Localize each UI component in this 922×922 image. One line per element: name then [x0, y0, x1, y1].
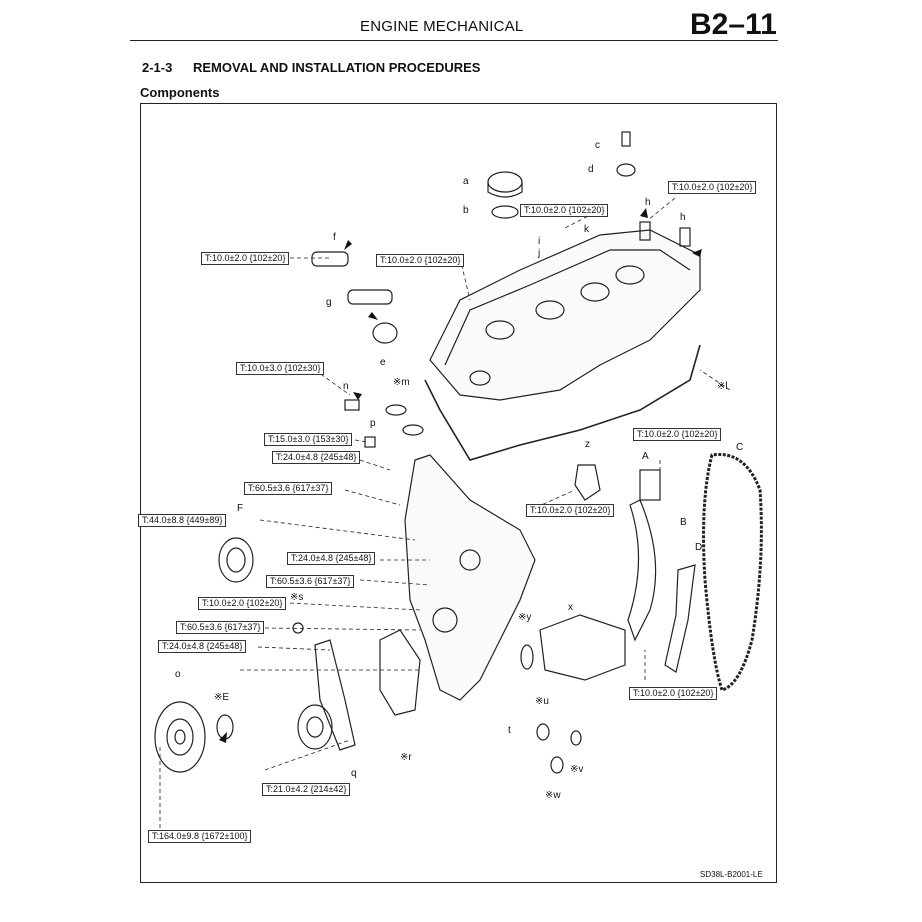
torque-label: T:60.5±3.6 {617±37}	[244, 482, 333, 495]
part-letter: C	[736, 442, 744, 453]
part-letter: ※l	[717, 381, 728, 392]
part-letter: ※v	[570, 764, 584, 775]
torque-label: T:60.5±3.6 {617±37}	[266, 575, 355, 588]
part-letter: A	[642, 451, 649, 462]
part-letter: D	[695, 542, 703, 553]
section-number: 2-1-3	[142, 60, 173, 75]
subheading: Components	[140, 85, 220, 100]
header-section-title: ENGINE MECHANICAL	[360, 18, 524, 35]
torque-label: T:10.0±2.0 {102±20}	[198, 597, 287, 610]
section-title: REMOVAL AND INSTALLATION PROCEDURES	[193, 60, 481, 75]
figure-code: SD38L-B2001-LE	[700, 870, 763, 879]
part-letter: a	[463, 176, 469, 187]
page-code: B2–11	[690, 8, 777, 41]
torque-label: T:24.0±4.8 {245±48}	[158, 640, 247, 653]
part-letter: ※E	[214, 692, 230, 703]
diagram-frame	[140, 103, 777, 883]
part-letter: k	[584, 224, 589, 235]
part-letter: t	[508, 725, 511, 736]
part-letter: j	[538, 248, 541, 259]
part-letter: ※s	[290, 592, 304, 603]
part-letter: b	[463, 205, 469, 216]
part-letter: p	[370, 418, 376, 429]
part-letter: q	[351, 768, 357, 779]
torque-label: T:10.0±2.0 {102±20}	[376, 254, 465, 267]
part-letter: F	[237, 503, 244, 514]
torque-label: T:10.0±2.0 {102±20}	[520, 204, 609, 217]
part-letter: B	[680, 517, 687, 528]
torque-label: T:24.0±4.8 {245±48}	[287, 552, 376, 565]
part-letter: h	[645, 197, 651, 208]
torque-label: T:10.0±2.0 {102±20}	[201, 252, 290, 265]
part-letter: d	[588, 164, 594, 175]
torque-label: T:15.0±3.0 {153±30}	[264, 433, 353, 446]
part-letter: n	[343, 381, 349, 392]
part-letter: ※w	[545, 790, 561, 801]
torque-label: T:10.0±2.0 {102±20}	[668, 181, 757, 194]
torque-label: T:44.0±8.8 {449±89}	[138, 514, 227, 527]
torque-label: T:10.0±2.0 {102±20}	[629, 687, 718, 700]
part-letter: ※m	[393, 377, 410, 388]
torque-label: T:10.0±2.0 {102±20}	[526, 504, 615, 517]
part-letter: x	[568, 602, 573, 613]
torque-label: T:10.0±3.0 {102±30}	[236, 362, 325, 375]
part-letter: f	[333, 232, 336, 243]
torque-label: T:10.0±2.0 {102±20}	[633, 428, 722, 441]
part-letter: e	[380, 357, 386, 368]
torque-label: T:21.0±4.2 {214±42}	[262, 783, 351, 796]
torque-label: T:164.0±9.8 {1672±100}	[148, 830, 252, 843]
part-letter: g	[326, 297, 332, 308]
part-letter: o	[175, 669, 181, 680]
part-letter: ※y	[518, 612, 532, 623]
part-letter: c	[595, 140, 600, 151]
header-rule	[130, 40, 778, 41]
part-letter: i	[538, 236, 541, 247]
torque-label: T:60.5±3.6 {617±37}	[176, 621, 265, 634]
part-letter: z	[585, 439, 590, 450]
part-letter: h	[680, 212, 686, 223]
part-letter: ※u	[535, 696, 549, 707]
torque-label: T:24.0±4.8 {245±48}	[272, 451, 361, 464]
part-letter: ※r	[400, 752, 412, 763]
